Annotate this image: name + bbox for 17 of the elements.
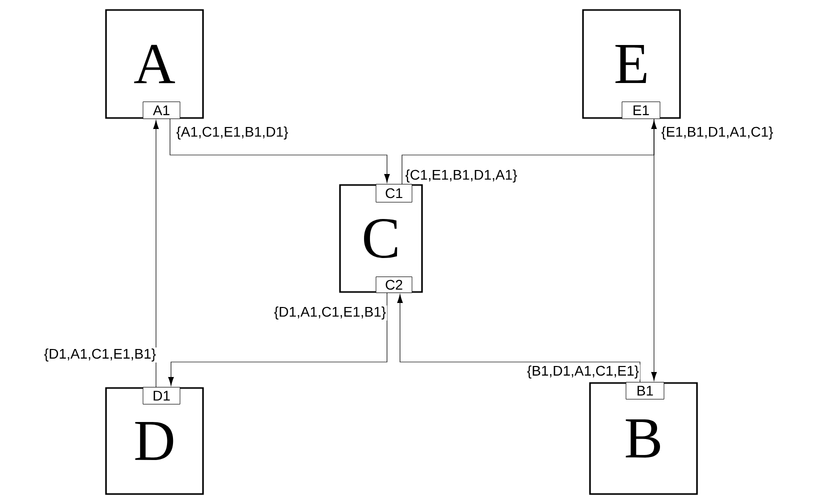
edge-label: {E1,B1,D1,A1,C1}	[660, 125, 774, 141]
port-box: C2	[376, 276, 412, 294]
port-box: B1	[626, 382, 664, 400]
arrow	[397, 294, 640, 382]
arrow	[651, 118, 657, 381]
arrow	[402, 120, 657, 184]
edge-label: {A1,C1,E1,B1,D1}	[175, 125, 290, 141]
port-box: D1	[142, 386, 180, 404]
edge-label: {D1,A1,C1,E1,B1}	[42, 347, 158, 363]
arrow	[168, 292, 388, 386]
arrow	[153, 120, 159, 388]
edge-label: {C1,E1,B1,D1,A1}	[404, 168, 518, 184]
port-box: C1	[376, 184, 412, 202]
port-box: A1	[142, 102, 180, 120]
arrow	[170, 118, 390, 183]
port-box: E1	[622, 102, 660, 120]
edge-label: {D1,A1,C1,E1,B1}	[272, 305, 388, 321]
